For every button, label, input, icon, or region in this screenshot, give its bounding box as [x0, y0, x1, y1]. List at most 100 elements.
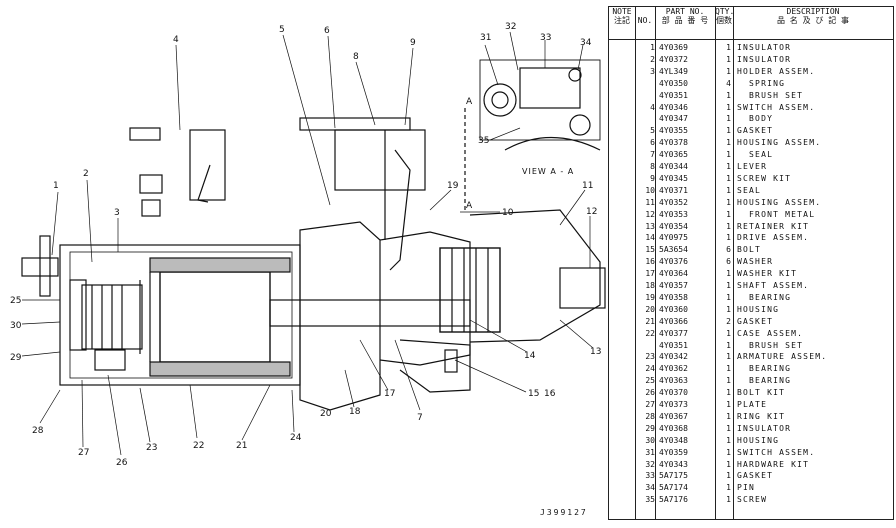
row-no: 32 — [645, 459, 655, 469]
row-qty: 1 — [726, 126, 731, 136]
row-part-no: 4Y0357 — [659, 281, 688, 290]
row-no: 3 — [650, 66, 655, 76]
row-description: SWITCH ASSEM. — [737, 447, 816, 457]
row-no: 14 — [645, 233, 655, 243]
callout-2: 2 — [83, 169, 89, 179]
row-part-no: 4Y0353 — [659, 209, 688, 219]
row-description: CASE ASSEM. — [737, 328, 804, 338]
section-marker-a-bottom: A — [466, 201, 473, 211]
row-part-no: 4Y0363 — [659, 376, 688, 386]
row-qty: 1 — [726, 459, 731, 469]
callout-26: 26 — [116, 458, 128, 468]
row-qty: 2 — [726, 316, 731, 326]
row-part-no: 4Y0366 — [659, 316, 688, 326]
row-no: 17 — [645, 269, 655, 279]
row-description: SWITCH ASSEM. — [737, 102, 816, 112]
row-description: SPRING — [737, 78, 786, 88]
row-part-no: 4Y0348 — [659, 435, 688, 445]
row-part-no: 4Y0367 — [659, 411, 688, 421]
row-description: BOLT KIT — [737, 388, 786, 398]
row-no: 35 — [645, 495, 655, 505]
row-qty: 1 — [726, 269, 731, 279]
row-no: 23 — [645, 352, 655, 362]
row-description: PLATE — [737, 400, 768, 409]
row-description: HOUSING ASSEM. — [737, 138, 822, 148]
row-no: 21 — [645, 316, 655, 326]
row-description: WASHER — [737, 257, 774, 267]
row-part-no: 4Y0362 — [659, 364, 688, 374]
row-description: LEVER — [737, 162, 768, 171]
callout-6: 6 — [324, 26, 330, 36]
row-part-no: 4Y0352 — [659, 197, 688, 207]
row-description: PIN — [737, 483, 756, 493]
row-part-no: 5A7175 — [659, 471, 688, 481]
row-qty: 1 — [726, 495, 731, 505]
row-part-no: 4Y0344 — [659, 162, 688, 171]
row-qty: 1 — [726, 423, 731, 433]
row-no: 18 — [645, 281, 655, 290]
callout-10: 10 — [502, 208, 514, 218]
row-qty: 1 — [726, 483, 731, 493]
row-description: INSULATOR — [737, 54, 792, 64]
callout-16: 16 — [544, 389, 556, 399]
row-no: 10 — [645, 185, 655, 195]
header-no: NO. — [635, 7, 655, 40]
callout-32: 32 — [505, 22, 516, 32]
row-qty: 1 — [726, 102, 731, 112]
row-description: WASHER KIT — [737, 269, 798, 279]
row-qty: 6 — [726, 257, 731, 267]
row-part-no: 5A3654 — [659, 245, 688, 255]
row-qty: 1 — [726, 364, 731, 374]
callout-5: 5 — [279, 25, 285, 35]
row-description: BEARING — [737, 376, 792, 386]
row-part-no: 4Y0354 — [659, 221, 688, 231]
row-qty: 1 — [726, 114, 731, 124]
row-qty: 1 — [726, 43, 731, 52]
row-description: RING KIT — [737, 411, 786, 421]
table-row: 4Y0347 1 BODY — [609, 114, 893, 125]
callout-25: 25 — [10, 296, 21, 306]
row-part-no: 4Y0365 — [659, 150, 688, 160]
row-qty: 1 — [726, 197, 731, 207]
callout-1: 1 — [53, 181, 59, 191]
row-no: 19 — [645, 292, 655, 302]
callout-17: 17 — [384, 389, 395, 399]
callout-12: 12 — [586, 207, 597, 217]
row-no: 16 — [645, 257, 655, 267]
row-no: 25 — [645, 376, 655, 386]
callout-30: 30 — [10, 321, 22, 331]
drawing-number: J399127 — [540, 508, 588, 517]
row-description: GASKET — [737, 126, 774, 136]
row-part-no: 4Y0351 — [659, 90, 688, 100]
row-part-no: 4Y0347 — [659, 114, 688, 124]
row-description: HOLDER ASSEM. — [737, 66, 816, 76]
row-description: SEAL — [737, 185, 762, 195]
row-description: BODY — [737, 114, 774, 124]
row-part-no: 5A7174 — [659, 483, 688, 493]
row-description: SEAL — [737, 150, 774, 160]
callout-33: 33 — [540, 33, 551, 43]
row-part-no: 4Y0342 — [659, 352, 688, 362]
row-part-no: 4Y0346 — [659, 102, 688, 112]
row-description: RETAINER KIT — [737, 221, 810, 231]
view-label: VIEW A - A — [522, 167, 574, 176]
callout-11: 11 — [582, 181, 593, 191]
row-qty: 1 — [726, 281, 731, 290]
row-part-no: 4Y0975 — [659, 233, 688, 243]
row-no: 27 — [645, 400, 655, 409]
callout-4: 4 — [173, 35, 179, 45]
row-part-no: 4Y0373 — [659, 400, 688, 409]
callout-8: 8 — [353, 52, 359, 62]
